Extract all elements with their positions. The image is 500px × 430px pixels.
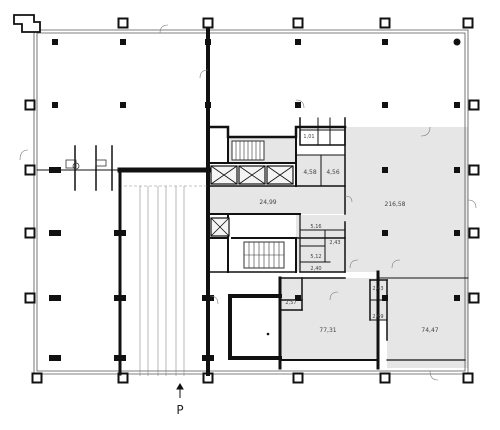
shaded-area-main-office bbox=[345, 127, 468, 278]
interior-column bbox=[454, 230, 460, 236]
shaded-area-lobby bbox=[208, 186, 345, 214]
perimeter-column bbox=[379, 372, 391, 384]
left-wing-fixtures bbox=[65, 159, 107, 170]
interior-column bbox=[454, 295, 460, 301]
perimeter-column bbox=[24, 99, 36, 111]
fixture-dot bbox=[266, 332, 270, 336]
room-area-label: 2,69 bbox=[372, 314, 383, 320]
perimeter-column bbox=[462, 17, 474, 29]
room-area-label: 2,57 bbox=[285, 300, 296, 306]
room-area-label: 5,12 bbox=[310, 254, 321, 260]
perimeter-column bbox=[202, 17, 214, 29]
shaded-area-lower-left-office bbox=[280, 278, 378, 360]
stairs-top bbox=[231, 140, 265, 161]
perimeter-column bbox=[379, 17, 391, 29]
interior-column bbox=[382, 39, 388, 45]
perimeter-column bbox=[468, 99, 480, 111]
room-area-label: 24,99 bbox=[259, 199, 276, 206]
interior-column bbox=[382, 295, 388, 301]
perimeter-columns bbox=[24, 17, 480, 384]
perimeter-column bbox=[468, 164, 480, 176]
perimeter-column bbox=[468, 227, 480, 239]
perimeter-column bbox=[468, 292, 480, 304]
room-area-label: 1,01 bbox=[303, 134, 314, 140]
room-area-label: 2,43 bbox=[372, 286, 383, 292]
structural-walls bbox=[36, 28, 469, 376]
corner-block bbox=[13, 14, 41, 33]
room-area-label: 216,58 bbox=[385, 201, 406, 208]
perimeter-column bbox=[462, 372, 474, 384]
interior-column bbox=[454, 167, 460, 173]
interior-column bbox=[382, 102, 388, 108]
interior-column bbox=[295, 39, 301, 45]
perimeter-column bbox=[292, 17, 304, 29]
perimeter-column bbox=[24, 227, 36, 239]
wall-column bbox=[49, 355, 61, 361]
interior-column bbox=[120, 102, 126, 108]
room-area-label: 4,56 bbox=[326, 169, 340, 176]
room-area-label: 2,43 bbox=[329, 240, 340, 246]
elevator-shafts bbox=[210, 165, 294, 237]
interior-column bbox=[120, 39, 126, 45]
interior-column bbox=[295, 102, 301, 108]
interior-column bbox=[454, 102, 460, 108]
perimeter-column bbox=[31, 372, 43, 384]
shaded-area-lower-right-office bbox=[387, 278, 468, 368]
perimeter-column bbox=[117, 372, 129, 384]
room-labels: 4,58 4,56 24,99 216,58 5,16 5,12 2,43 2,… bbox=[259, 134, 438, 334]
parking-arrow bbox=[176, 383, 184, 398]
door-swings bbox=[19, 24, 477, 381]
interior-column bbox=[382, 167, 388, 173]
room-area-label: 77,31 bbox=[319, 327, 336, 334]
room-area-label: 5,16 bbox=[310, 224, 321, 230]
stairs-lower bbox=[243, 241, 285, 269]
round-column bbox=[453, 38, 461, 46]
perimeter-column bbox=[24, 292, 36, 304]
room-area-label: 4,58 bbox=[303, 169, 317, 176]
room-area-label: 2,40 bbox=[310, 266, 321, 272]
parking-ramps bbox=[124, 185, 208, 376]
parking-label: P bbox=[176, 403, 183, 417]
wall-column bbox=[49, 295, 61, 301]
interior-column bbox=[382, 230, 388, 236]
perimeter-column bbox=[117, 17, 129, 29]
interior-column bbox=[52, 39, 58, 45]
perimeter-column bbox=[24, 164, 36, 176]
interior-column bbox=[295, 295, 301, 301]
perimeter-column bbox=[292, 372, 304, 384]
room-area-label: 74,47 bbox=[421, 327, 438, 334]
interior-column bbox=[52, 102, 58, 108]
wall-column bbox=[49, 230, 61, 236]
